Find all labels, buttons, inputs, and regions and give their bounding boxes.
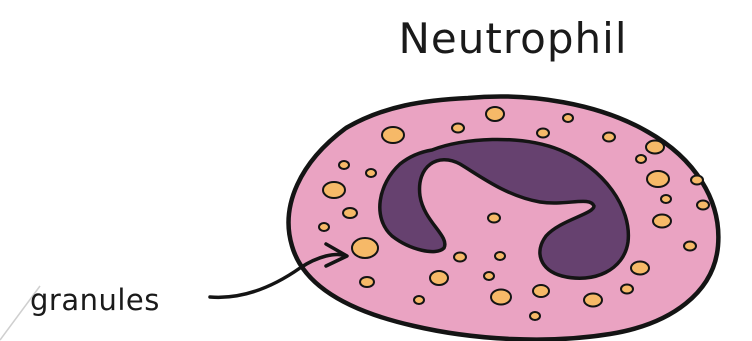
granule	[484, 272, 494, 280]
granule	[621, 285, 633, 294]
granule	[339, 161, 349, 169]
granule	[360, 277, 374, 287]
granule	[563, 114, 573, 122]
granule	[684, 242, 696, 251]
granule	[636, 155, 646, 163]
granules-label: granules	[30, 283, 160, 317]
granule	[495, 252, 505, 260]
granule	[533, 285, 549, 297]
granule	[661, 195, 671, 203]
granule	[647, 171, 669, 187]
granule	[430, 271, 448, 285]
granule	[697, 201, 709, 210]
granule	[646, 141, 664, 154]
granule	[366, 169, 376, 177]
granule	[486, 107, 504, 121]
granule	[603, 133, 615, 142]
granule	[319, 223, 329, 231]
granule	[323, 182, 345, 198]
granule	[491, 290, 511, 305]
granule	[382, 127, 404, 143]
granule	[343, 208, 357, 218]
granule	[631, 262, 649, 275]
granule	[530, 312, 540, 320]
granule	[653, 215, 671, 228]
granule	[584, 294, 602, 307]
granule	[488, 214, 500, 223]
granule	[452, 124, 464, 133]
granule	[691, 176, 703, 185]
granule	[454, 253, 466, 262]
diagram-title: Neutrophil	[398, 14, 627, 63]
granule	[537, 129, 549, 138]
granule	[352, 238, 378, 258]
granule	[414, 296, 424, 304]
